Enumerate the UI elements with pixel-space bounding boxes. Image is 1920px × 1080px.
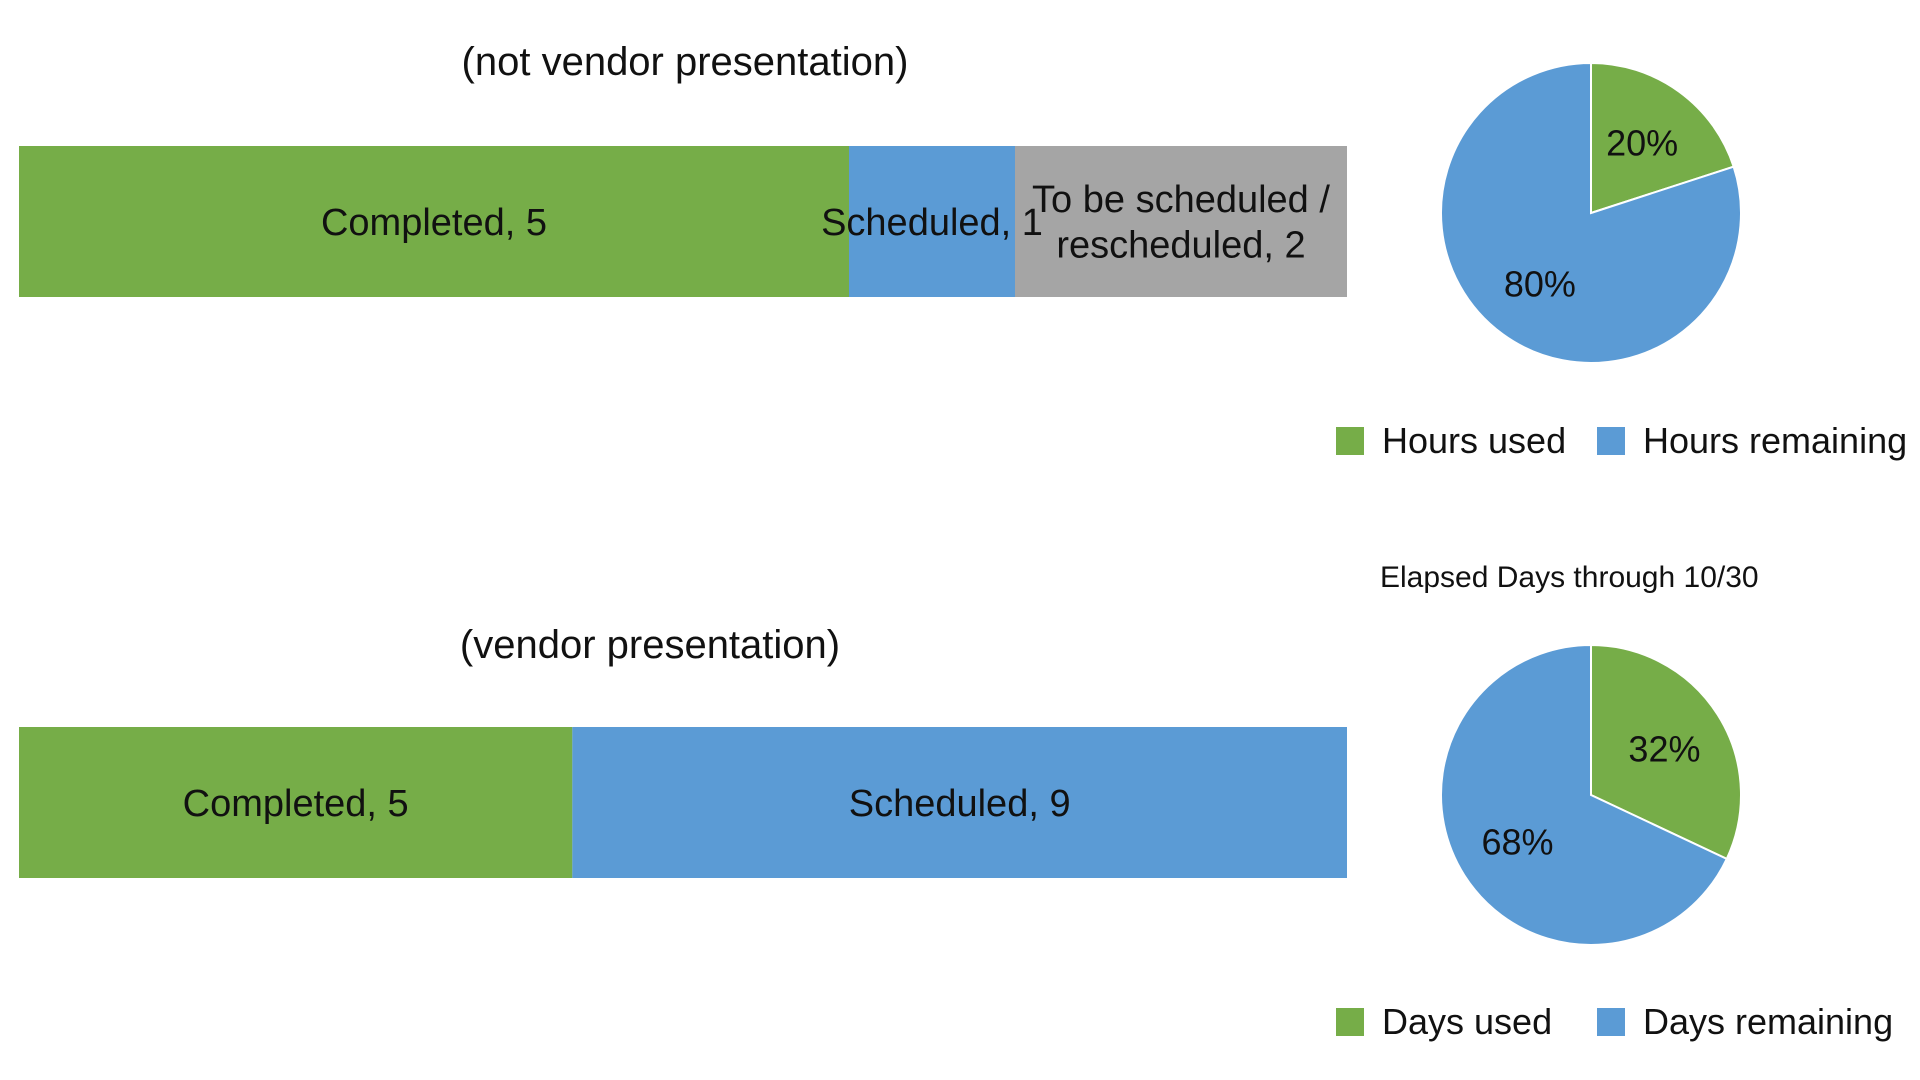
legend-swatch [1597, 1008, 1625, 1036]
bar-chart-vendor: (vendor presentation) Completed, 5 Schedu… [19, 623, 1347, 878]
pie-slices [1440, 643, 1742, 946]
pie-slice [1590, 643, 1742, 861]
bar-segment-label: Completed, 5 [183, 783, 409, 825]
pie-chart-hours: 20% 80% Hours used Hours remaining [1336, 61, 1907, 461]
bar-segment-labels: Completed, 5 Scheduled, 1To be scheduled … [321, 179, 1330, 267]
pie-legend: Hours used Hours remaining [1336, 420, 1907, 461]
legend-label: Days remaining [1643, 1001, 1893, 1042]
pie-slice-labels: 32% 68% [1482, 728, 1701, 862]
bar-segment-labels: Completed, 5 Scheduled, 9 [183, 783, 1071, 825]
legend-swatch [1597, 427, 1625, 455]
bar-segment [19, 146, 849, 297]
bar-segment [19, 727, 573, 878]
pie-slice [1590, 61, 1735, 215]
pie-chart-days: Elapsed Days through 10/30 32% 68% Days u… [1336, 561, 1893, 1042]
pie-slice-labels: 20% 80% [1504, 123, 1678, 305]
bar-segment [1015, 146, 1347, 297]
pie-chart-title: Elapsed Days through 10/30 [1380, 561, 1759, 594]
pie-slice-label: 68% [1482, 822, 1554, 863]
pie-slice-label: 32% [1628, 728, 1700, 769]
legend-swatch [1336, 427, 1364, 455]
pie-legend: Days used Days remaining [1336, 1001, 1893, 1042]
bar-segment-label: To be scheduled /rescheduled, 2 [1032, 179, 1330, 267]
bar-segment [572, 727, 1347, 878]
legend-label: Days used [1382, 1001, 1552, 1042]
bar-segments [19, 146, 1347, 297]
pie-slice-label: 20% [1606, 123, 1678, 164]
pie-slice-label: 80% [1504, 263, 1576, 304]
pie-slice [1440, 61, 1742, 364]
bar-segment [849, 146, 1015, 297]
bar-chart-not-vendor: (not vendor presentation) Completed, 5 Sc… [19, 40, 1347, 297]
legend-label: Hours remaining [1643, 420, 1907, 461]
legend-label: Hours used [1382, 420, 1566, 461]
pie-slice [1440, 643, 1729, 946]
bar-chart-title: (not vendor presentation) [462, 40, 909, 84]
pie-slices [1440, 61, 1742, 364]
bar-segment-label: Scheduled, 9 [849, 783, 1071, 825]
bar-chart-title: (vendor presentation) [460, 623, 840, 667]
bar-segment-label: Scheduled, 1 [821, 202, 1043, 244]
bar-segments [19, 727, 1347, 878]
legend-swatch [1336, 1008, 1364, 1036]
bar-segment-label: Completed, 5 [321, 202, 547, 244]
